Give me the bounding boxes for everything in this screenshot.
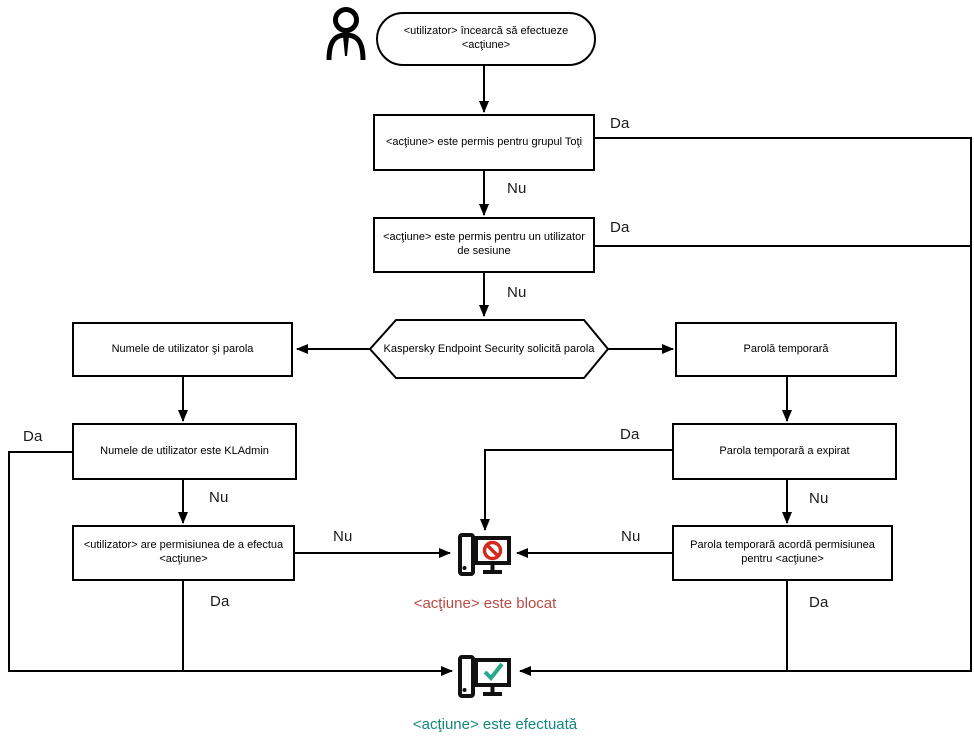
label-yes-grants: Da bbox=[809, 594, 829, 611]
node-temp-expired: Parola temporară a expirat bbox=[672, 423, 897, 480]
label-yes-permission: Da bbox=[210, 593, 230, 610]
hexagon-shape bbox=[368, 319, 610, 379]
edge-expired-yes bbox=[480, 449, 672, 531]
label-no-group: Nu bbox=[507, 180, 527, 197]
label-no-kladmin: Nu bbox=[209, 489, 229, 506]
label-yes-kladmin: Da bbox=[23, 428, 43, 445]
label-yes-group: Da bbox=[610, 115, 630, 132]
node-kes-prompt: Kaspersky Endpoint Security solicită par… bbox=[383, 343, 595, 355]
performed-caption: <acţiune> este efectuată bbox=[412, 716, 578, 733]
blocked-caption: <acţiune> este blocat bbox=[413, 595, 557, 612]
label-yes-session: Da bbox=[610, 219, 630, 236]
label-no-permission: Nu bbox=[333, 528, 353, 545]
check-icon bbox=[483, 662, 504, 682]
node-temp-grants: Parola temporară acordă permisiunea pent… bbox=[672, 525, 893, 581]
edge-group-yes-rail bbox=[519, 137, 972, 676]
edge-kladmin-yes-rail bbox=[8, 451, 453, 676]
node-credentials: Numele de utilizator şi parola bbox=[72, 322, 293, 377]
node-user-has-permission: <utilizator> are permisiunea de a efectu… bbox=[72, 525, 295, 581]
node-start: <utilizator> încearcă să efectueze <acţi… bbox=[376, 12, 596, 66]
label-yes-expired: Da bbox=[620, 426, 640, 443]
node-temp-password: Parolă temporară bbox=[675, 322, 897, 377]
prohibition-icon bbox=[482, 540, 503, 561]
node-is-kladmin: Numele de utilizator este KLAdmin bbox=[72, 423, 297, 480]
computer-blocked-icon bbox=[458, 533, 511, 576]
edges bbox=[8, 66, 972, 676]
user-icon bbox=[326, 7, 366, 61]
node-allowed-group: <acţiune> este permis pentru grupul Toţi bbox=[373, 114, 595, 171]
label-no-expired: Nu bbox=[809, 490, 829, 507]
label-no-session: Nu bbox=[507, 284, 527, 301]
node-allowed-session: <acţiune> este permis pentru un utilizat… bbox=[373, 217, 595, 273]
label-no-grants: Nu bbox=[621, 528, 641, 545]
computer-ok-icon bbox=[458, 655, 511, 698]
